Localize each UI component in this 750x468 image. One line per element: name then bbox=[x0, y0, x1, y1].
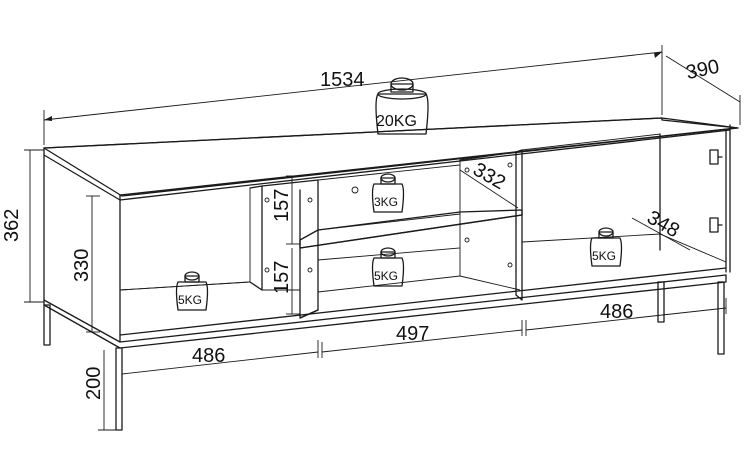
dimension-labels: 1534 390 362 330 200 157 157 332 348 486… bbox=[1, 56, 721, 400]
leg-back-left bbox=[43, 304, 51, 346]
weight-top-label: 20KG bbox=[376, 113, 417, 130]
dim-compartment-middle-label: 497 bbox=[396, 323, 429, 345]
leg-back-right bbox=[657, 281, 665, 323]
weight-left-bottom-label: 5KG bbox=[178, 293, 202, 307]
weight-left-bottom-icon: 5KG bbox=[175, 271, 209, 311]
leg-front-right bbox=[717, 281, 725, 355]
dim-shelf-upper-label: 157 bbox=[271, 189, 293, 222]
weight-middle-bottom-label: 5KG bbox=[374, 269, 398, 283]
dim-inner-depth-right-label: 348 bbox=[643, 206, 683, 242]
weight-middle-bottom-icon: 5KG bbox=[371, 247, 405, 287]
cabinet-legs bbox=[43, 281, 725, 431]
dim-depth-label: 390 bbox=[684, 56, 721, 84]
dim-leg-height-label: 200 bbox=[83, 367, 105, 400]
hinge-lower-icon bbox=[709, 217, 719, 233]
weight-right-bottom-label: 5KG bbox=[592, 249, 616, 263]
weight-middle-shelf-label: 3KG bbox=[374, 195, 398, 209]
dim-inner-depth-middle-label: 332 bbox=[469, 158, 509, 194]
door-hinges bbox=[709, 149, 723, 233]
cabinet-body bbox=[43, 117, 739, 349]
weight-top-icon: 20KG bbox=[375, 77, 429, 135]
weight-right-bottom-icon: 5KG bbox=[589, 227, 623, 267]
dim-height-body-label: 330 bbox=[71, 249, 93, 282]
dim-compartment-left-label: 486 bbox=[192, 345, 225, 367]
leg-front-left bbox=[115, 347, 123, 431]
dim-width-label: 1534 bbox=[320, 69, 365, 91]
cabinet-interior bbox=[119, 133, 727, 319]
dimension-lines bbox=[24, 45, 741, 431]
dim-height-total-label: 362 bbox=[1, 209, 23, 242]
dim-compartment-right-label: 486 bbox=[600, 301, 633, 323]
dim-shelf-lower-label: 157 bbox=[271, 261, 293, 294]
hinge-upper-icon bbox=[709, 149, 719, 165]
weight-middle-shelf-icon: 3KG bbox=[371, 173, 405, 213]
